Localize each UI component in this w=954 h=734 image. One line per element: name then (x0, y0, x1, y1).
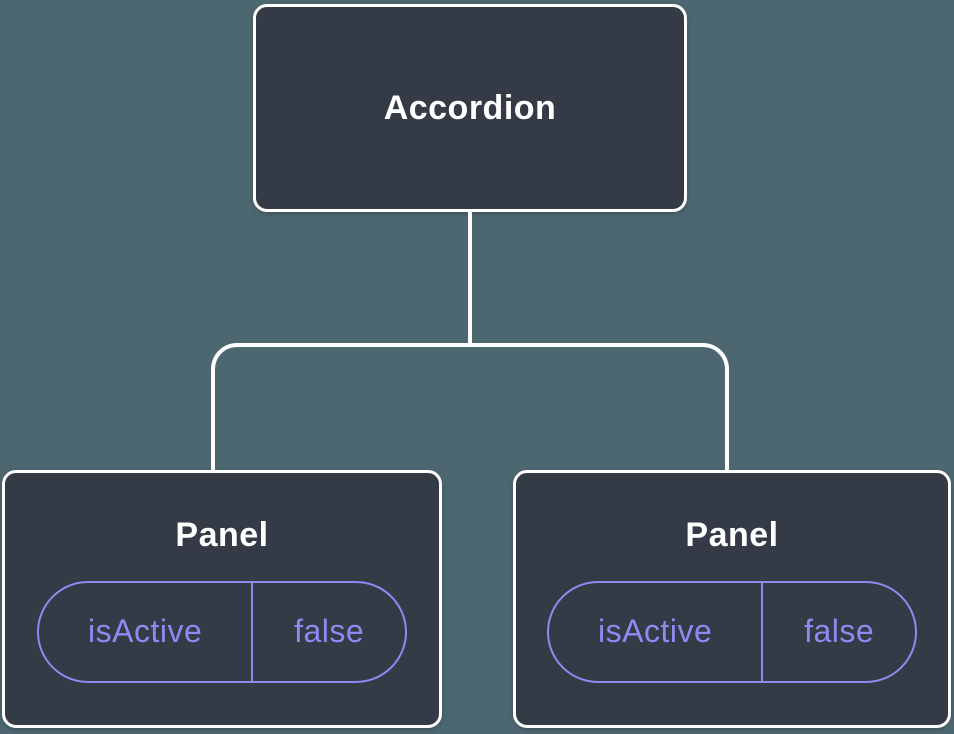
tree-node-accordion: Accordion (253, 4, 687, 212)
node-label: Accordion (383, 88, 557, 127)
connector-stem (468, 211, 472, 347)
connector-bracket (211, 343, 729, 471)
tree-node-panel-1: Panel isActive false (2, 470, 442, 728)
state-pill: isActive false (37, 580, 407, 683)
state-pill: isActive false (547, 580, 917, 683)
node-label: Panel (175, 515, 269, 554)
state-pill-name: isActive (88, 613, 203, 649)
node-label: Panel (685, 515, 779, 554)
state-pill-value: false (761, 582, 915, 681)
state-pill-value: false (251, 582, 405, 681)
state-pill-name: isActive (598, 613, 713, 649)
tree-node-panel-2: Panel isActive false (513, 470, 951, 728)
